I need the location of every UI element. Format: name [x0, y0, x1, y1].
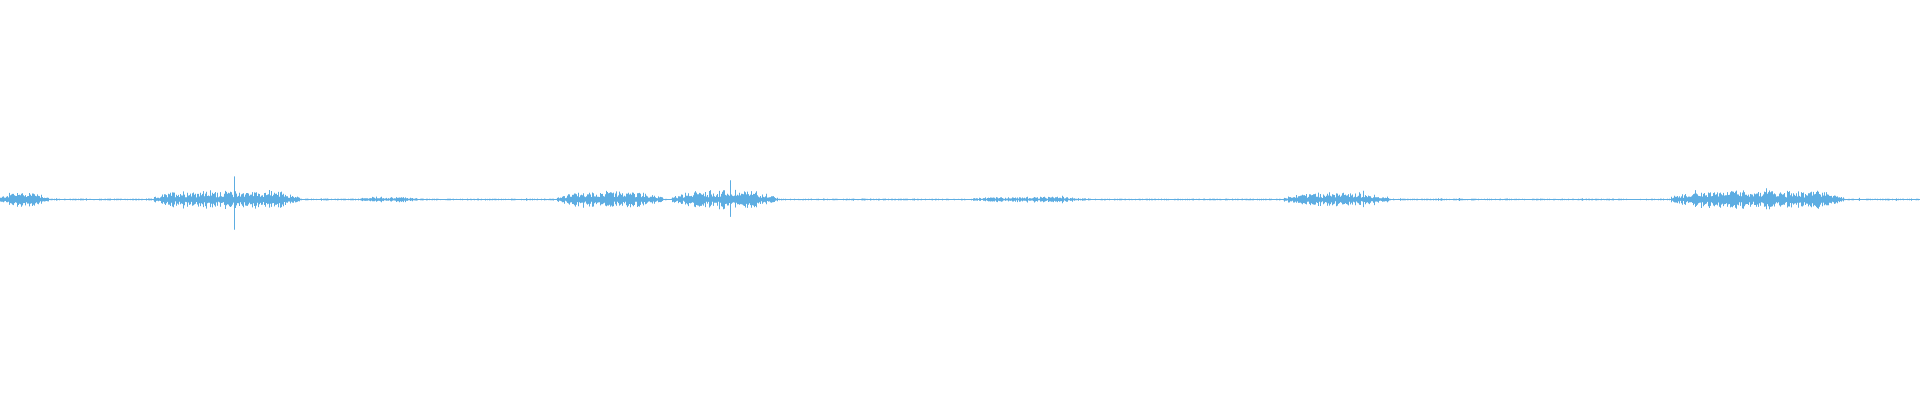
waveform-path: [0, 176, 1920, 230]
